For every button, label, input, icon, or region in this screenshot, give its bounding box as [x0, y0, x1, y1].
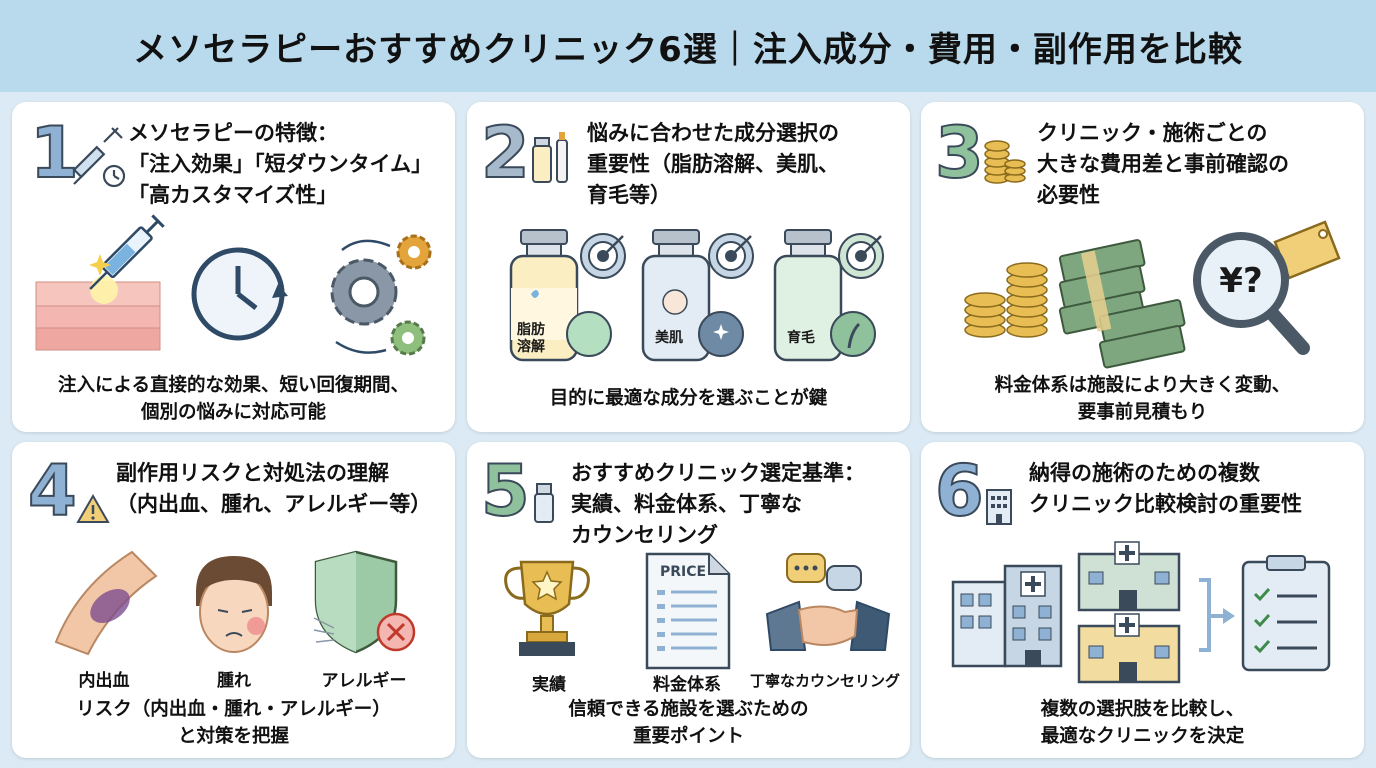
- card-2-ingredients: 2 悩みに合わせた成分選択の 重要性（脂肪溶解、美肌、 育毛等） 脂肪 溶解 美…: [467, 102, 910, 432]
- card-caption: 信頼できる施設を選ぶための 重要ポイント: [568, 699, 809, 747]
- card-title: 副作用リスクと対処法の理解 （内出血、腫れ、アレルギー等）: [116, 461, 432, 516]
- magnifier-text: ¥?: [1219, 261, 1262, 301]
- card-caption: 複数の選択肢を比較し、 最適なクリニックを決定: [1040, 699, 1245, 747]
- card-3-cost: 3 クリニック・施術ごとの 大きな費用差と事前確認の 必要性 ¥? 料金体系は施…: [921, 102, 1364, 432]
- arrow-icon: [1199, 578, 1235, 652]
- card-title: 悩みに合わせた成分選択の 重要性（脂肪溶解、美肌、 育毛等）: [587, 121, 839, 207]
- card-number: 4: [27, 450, 78, 532]
- card-caption: 注入による直接的な効果、短い回復期間、 個別の悩みに対応可能: [58, 375, 409, 423]
- card-title: おすすめクリニック選定基準： 実績、料金体系、丁寧な カウンセリング: [571, 461, 865, 547]
- hospital-icon: [986, 489, 1012, 525]
- vial-icon: [534, 483, 554, 523]
- card-caption: リスク（内出血・腫れ・アレルギー） と対策を把握: [76, 699, 391, 747]
- vial-icon: [532, 132, 568, 183]
- vial-fat-dissolve: [509, 229, 612, 362]
- card-title: 納得の施術のための複数 クリニック比較検討の重要性: [1029, 461, 1302, 516]
- card-caption: 目的に最適な成分を選ぶことが鍵: [549, 388, 828, 409]
- card-5-selection-criteria: 5 おすすめクリニック選定基準： 実績、料金体系、丁寧な カウンセリング PRI…: [467, 442, 910, 758]
- handshake-icon: [765, 553, 891, 651]
- card-number: 1: [29, 112, 80, 194]
- hospital-buildings-icon: [951, 541, 1181, 684]
- trophy-icon: [504, 560, 590, 656]
- card-1-features: 1 メソセラピーの特徴： 「注入効果」「短ダウンタイム」 「高カスタマイズ性」: [12, 102, 455, 432]
- warning-icon: [76, 493, 110, 523]
- card-caption: 料金体系は施設により大きく変動、 要事前見積もり: [994, 375, 1291, 423]
- card-number: 3: [934, 112, 985, 194]
- vial-label-3: 育毛: [787, 330, 815, 346]
- coins-icon: [984, 140, 1026, 184]
- bruise-icon: [54, 550, 158, 656]
- card-title: クリニック・施術ごとの 大きな費用差と事前確認の 必要性: [1037, 121, 1289, 207]
- gears-icon: [330, 234, 432, 356]
- shield-icon: [313, 550, 416, 654]
- vial-label-2: 美肌: [655, 330, 683, 346]
- label-allergy: アレルギー: [321, 671, 407, 691]
- label-swelling: 腫れ: [217, 671, 251, 691]
- card-number: 6: [934, 450, 985, 532]
- target-icon: [838, 233, 884, 279]
- card-title: メソセラピーの特徴： 「注入効果」「短ダウンタイム」 「高カスタマイズ性」: [128, 121, 433, 207]
- label-track-record: 実績: [532, 675, 566, 695]
- label-bruise: 内出血: [78, 671, 130, 691]
- price-text: PRICE: [660, 564, 706, 580]
- card-6-comparison: 6 納得の施術のための複数 クリニック比較検討の重要性: [921, 442, 1364, 758]
- target-icon: [580, 233, 626, 279]
- vial-label-1: 脂肪 溶解: [517, 322, 545, 355]
- syringe-clock-icon: [72, 127, 126, 188]
- magnifier-price-tag-icon: ¥?: [1193, 220, 1341, 355]
- card-number: 5: [480, 450, 531, 532]
- label-counseling: 丁寧なカウンセリング: [749, 672, 900, 690]
- vial-skin: [641, 229, 744, 362]
- card-4-side-effects: 4 副作用リスクと対処法の理解 （内出血、腫れ、アレルギー等） 内出血 腫れ ア…: [12, 442, 455, 758]
- vial-hair: [773, 229, 876, 362]
- page-title: メソセラピーおすすめクリニック6選｜注入成分・費用・副作用を比較: [133, 29, 1243, 70]
- skin-syringe-icon: [35, 214, 165, 351]
- label-pricing: 料金体系: [653, 675, 721, 695]
- checklist-icon: [1241, 555, 1331, 672]
- header-banner: メソセラピーおすすめクリニック6選｜注入成分・費用・副作用を比較: [0, 0, 1376, 92]
- target-icon: [708, 233, 754, 279]
- swelling-face-icon: [196, 556, 272, 653]
- money-stack-icon: [964, 239, 1186, 369]
- price-list-icon: PRICE: [645, 552, 731, 670]
- card-number: 2: [480, 112, 531, 194]
- clock-icon: [191, 247, 288, 341]
